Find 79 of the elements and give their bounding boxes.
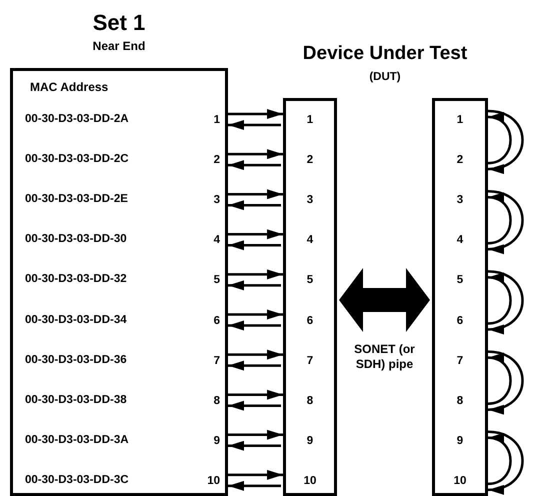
port-number: 9 bbox=[212, 436, 220, 448]
arrow bbox=[228, 280, 281, 290]
port-number: 8 bbox=[430, 390, 490, 411]
port-number: 3 bbox=[281, 190, 339, 210]
port-box bbox=[283, 98, 337, 496]
edge-label: SONET (or SDH) pipe bbox=[352, 342, 416, 372]
port-number: 5 bbox=[281, 270, 339, 290]
arrow bbox=[228, 470, 283, 480]
loopback-arrow bbox=[488, 354, 512, 405]
port-number: 1 bbox=[281, 110, 339, 130]
mac-address: 00-30-D3-03-DD-32 bbox=[25, 274, 127, 286]
port-number: 6 bbox=[281, 310, 339, 330]
arrow bbox=[228, 109, 283, 119]
arrow bbox=[228, 310, 283, 320]
port-number: 9 bbox=[430, 430, 490, 451]
arrow bbox=[228, 360, 281, 371]
mac-address: 00-30-D3-03-DD-34 bbox=[25, 314, 127, 326]
loopback-arrow bbox=[488, 194, 512, 245]
loopback-arrow bbox=[488, 430, 524, 494]
arrow bbox=[228, 149, 283, 160]
port-number: 4 bbox=[430, 230, 490, 250]
port-number: 5 bbox=[430, 270, 490, 290]
port-number: 10 bbox=[206, 476, 220, 488]
section-title: Device Under Test bbox=[302, 44, 468, 63]
port-number: 9 bbox=[281, 430, 339, 451]
mac-address: 00-30-D3-03-DD-36 bbox=[25, 354, 127, 366]
port-number: 8 bbox=[212, 396, 220, 408]
arrow bbox=[228, 480, 281, 491]
port-number: 8 bbox=[281, 390, 339, 411]
loopback-arrow bbox=[488, 110, 524, 172]
mac-address: 00-30-D3-03-DD-38 bbox=[25, 394, 127, 406]
double-arrow bbox=[339, 268, 430, 332]
arrow bbox=[228, 189, 283, 200]
port-number: 3 bbox=[430, 190, 490, 210]
mac-address: 00-30-D3-03-DD-2C bbox=[25, 154, 129, 166]
port-number: 1 bbox=[430, 110, 490, 130]
port-number: 6 bbox=[212, 316, 220, 327]
port-number: 6 bbox=[430, 310, 490, 330]
mac-address: 00-30-D3-03-DD-2E bbox=[25, 194, 128, 206]
loopback-arrow bbox=[488, 434, 512, 486]
arrow bbox=[228, 440, 281, 451]
column-header: MAC Address bbox=[30, 81, 108, 93]
port-number: 4 bbox=[281, 230, 339, 250]
panel-title: Set 1 bbox=[92, 12, 146, 34]
mac-address: 00-30-D3-03-DD-30 bbox=[25, 234, 127, 246]
port-number: 4 bbox=[212, 235, 220, 247]
arrow bbox=[228, 390, 283, 400]
port-number: 3 bbox=[212, 195, 220, 207]
port-number: 2 bbox=[430, 150, 490, 170]
panel-subtitle: Near End bbox=[92, 40, 146, 52]
loopback-arrow bbox=[488, 114, 512, 164]
arrow bbox=[228, 160, 281, 170]
arrow bbox=[228, 200, 281, 210]
arrow bbox=[228, 269, 283, 280]
arrow bbox=[228, 350, 283, 360]
mac-address: 00-30-D3-03-DD-2A bbox=[25, 114, 129, 126]
port-number: 5 bbox=[212, 275, 220, 287]
port-number: 2 bbox=[281, 150, 339, 170]
arrow bbox=[228, 240, 281, 250]
loopback-arrow bbox=[488, 190, 524, 253]
arrow bbox=[228, 320, 281, 330]
port-number: 7 bbox=[281, 350, 339, 371]
loopback-arrow bbox=[488, 350, 524, 413]
port-number: 10 bbox=[430, 470, 490, 491]
loopback-arrow bbox=[488, 274, 512, 325]
arrow bbox=[228, 400, 281, 411]
mac-address: 00-30-D3-03-DD-3A bbox=[25, 434, 129, 446]
arrow bbox=[228, 120, 281, 130]
mac-address: 00-30-D3-03-DD-3C bbox=[25, 474, 129, 486]
port-number: 1 bbox=[212, 115, 220, 126]
port-number: 2 bbox=[212, 155, 220, 167]
port-number: 10 bbox=[281, 470, 339, 491]
section-subtitle: (DUT) bbox=[368, 72, 402, 84]
port-number: 7 bbox=[430, 350, 490, 371]
arrow bbox=[228, 229, 283, 240]
arrow bbox=[228, 430, 283, 440]
loopback-arrow bbox=[488, 270, 524, 333]
port-box bbox=[432, 98, 488, 496]
port-number: 7 bbox=[212, 356, 220, 368]
